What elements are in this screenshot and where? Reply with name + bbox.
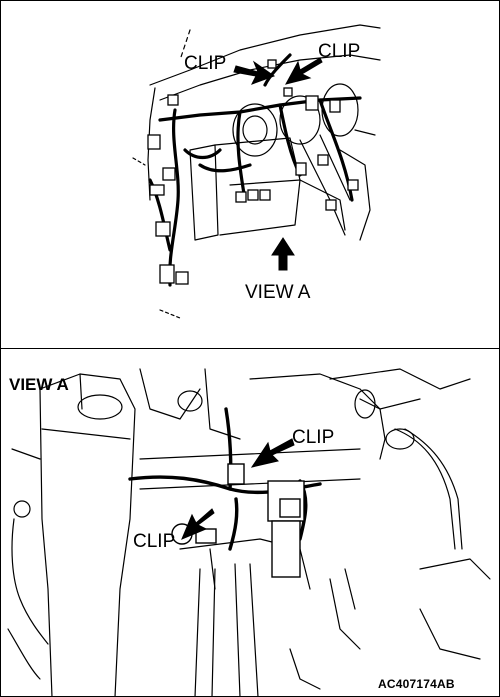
clip-label-upper: CLIP bbox=[292, 427, 335, 448]
clip-label-top-left: CLIP bbox=[184, 53, 227, 74]
panel-divider bbox=[0, 348, 500, 349]
view-a-illustration bbox=[7, 368, 491, 697]
view-a-heading: VIEW A bbox=[9, 375, 69, 394]
figure-code: AC407174AB bbox=[378, 677, 455, 691]
clip-label-lower: CLIP bbox=[133, 531, 176, 552]
view-a-label: VIEW A bbox=[245, 282, 311, 303]
clip-label-top-right: CLIP bbox=[318, 41, 361, 62]
top-harness-illustration bbox=[132, 24, 381, 319]
